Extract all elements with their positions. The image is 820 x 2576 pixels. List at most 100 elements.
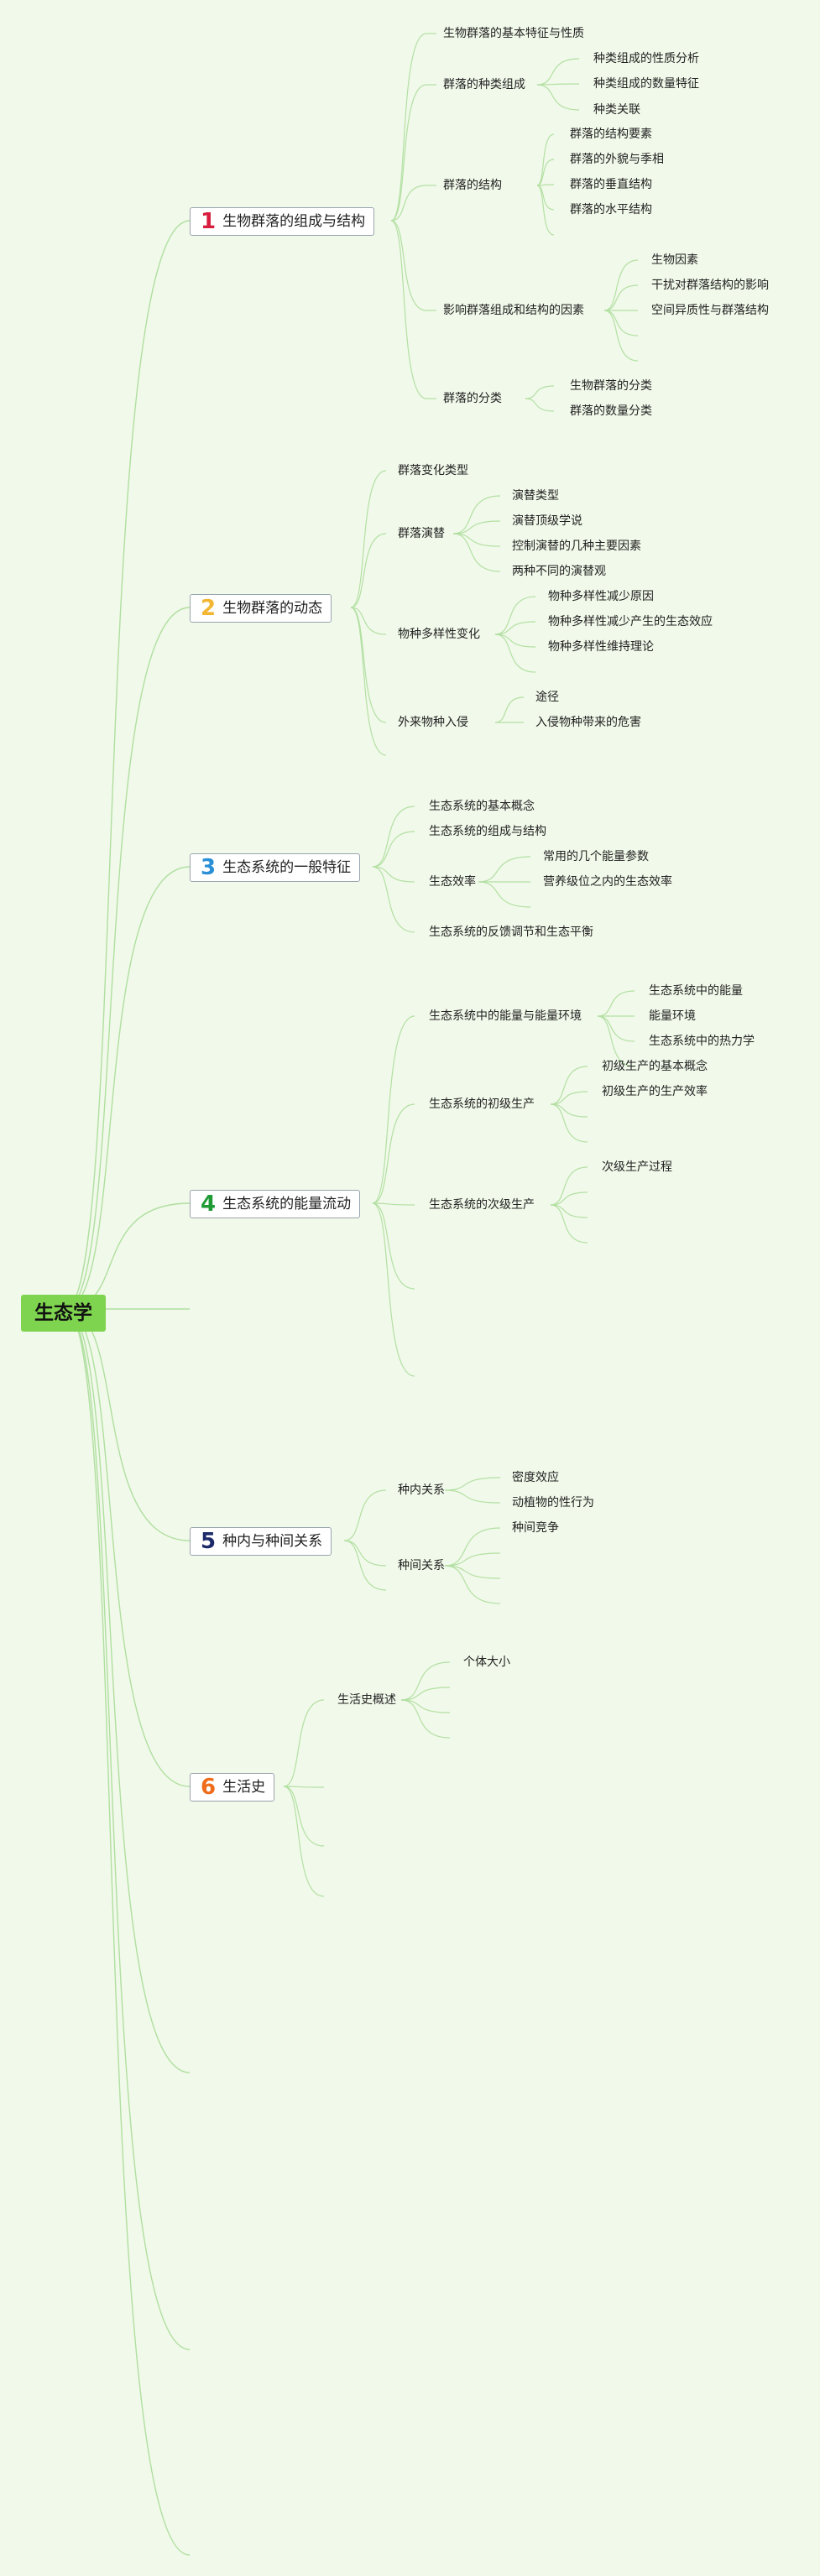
connector-line bbox=[536, 185, 555, 211]
connector-line bbox=[525, 385, 555, 399]
connector-line bbox=[494, 596, 536, 635]
connector-line bbox=[525, 398, 555, 412]
chapter-3-node[interactable]: 3 生态系统的一般特征 bbox=[190, 853, 361, 882]
topic-node[interactable]: 种间关系 bbox=[398, 1559, 445, 1572]
connector-line bbox=[452, 520, 501, 534]
connector-line bbox=[372, 831, 415, 868]
subtopic-node[interactable]: 种类组成的性质分析 bbox=[593, 52, 699, 65]
subtopic-node[interactable]: 途径 bbox=[535, 691, 559, 704]
subtopic-node[interactable]: 演替顶级学说 bbox=[512, 514, 582, 528]
subtopic-node[interactable]: 群落的数量分类 bbox=[570, 404, 652, 418]
subtopic-node[interactable]: 个体大小 bbox=[463, 1656, 510, 1669]
connector-line bbox=[65, 220, 191, 1310]
subtopic-node[interactable]: 种类组成的数量特征 bbox=[593, 77, 699, 91]
topic-node[interactable]: 物种多样性变化 bbox=[398, 628, 480, 641]
connector-line bbox=[343, 1540, 387, 1591]
connector-line bbox=[372, 1103, 415, 1204]
subtopic-node[interactable]: 次级生产过程 bbox=[602, 1160, 672, 1174]
subtopic-node[interactable]: 种类关联 bbox=[593, 103, 640, 117]
connector-line bbox=[550, 1103, 588, 1143]
subtopic-node[interactable]: 两种不同的演替观 bbox=[512, 565, 606, 578]
chapter-2-number: 2 bbox=[201, 596, 217, 621]
topic-node[interactable]: 群落的分类 bbox=[443, 392, 502, 405]
topic-node[interactable]: 群落变化类型 bbox=[398, 464, 468, 477]
subtopic-node[interactable]: 种间竞争 bbox=[512, 1521, 559, 1535]
connector-line bbox=[536, 84, 580, 111]
subtopic-node[interactable]: 生物群落的分类 bbox=[570, 379, 652, 393]
connector-line bbox=[390, 33, 427, 222]
root-node[interactable]: 生态学 bbox=[21, 1295, 106, 1332]
connector-line bbox=[603, 310, 639, 362]
connector-line bbox=[400, 1699, 451, 1739]
topic-node[interactable]: 生态系统的反馈调节和生态平衡 bbox=[429, 926, 593, 939]
subtopic-node[interactable]: 生态系统中的热力学 bbox=[649, 1035, 755, 1048]
subtopic-node[interactable]: 控制演替的几种主要因素 bbox=[512, 540, 641, 553]
connector-line bbox=[283, 1786, 325, 1788]
connector-line bbox=[65, 1308, 191, 2556]
subtopic-node[interactable]: 初级生产的生产效率 bbox=[602, 1085, 708, 1098]
subtopic-node[interactable]: 群落的外貌与季相 bbox=[570, 153, 664, 166]
topic-node[interactable]: 种内关系 bbox=[398, 1484, 445, 1497]
subtopic-node[interactable]: 动植物的性行为 bbox=[512, 1496, 594, 1510]
subtopic-node[interactable]: 常用的几个能量参数 bbox=[543, 850, 649, 863]
subtopic-node[interactable]: 物种多样性减少原因 bbox=[548, 590, 654, 603]
subtopic-node[interactable]: 能量环境 bbox=[649, 1009, 696, 1023]
connector-line bbox=[372, 1015, 415, 1204]
subtopic-node[interactable]: 密度效应 bbox=[512, 1471, 559, 1484]
subtopic-node[interactable]: 初级生产的基本概念 bbox=[602, 1060, 708, 1073]
root-label: 生态学 bbox=[34, 1302, 92, 1324]
connector-line bbox=[350, 607, 387, 635]
topic-node[interactable]: 群落演替 bbox=[398, 527, 445, 540]
subtopic-node[interactable]: 物种多样性减少产生的生态效应 bbox=[548, 615, 713, 628]
connector-line bbox=[494, 634, 536, 673]
topic-node[interactable]: 群落的结构 bbox=[443, 179, 502, 192]
topic-node[interactable]: 外来物种入侵 bbox=[398, 716, 468, 729]
topic-node[interactable]: 生态系统的基本概念 bbox=[429, 800, 535, 813]
connector-line bbox=[343, 1489, 387, 1541]
topic-node[interactable]: 生态系统中的能量与能量环境 bbox=[429, 1009, 582, 1023]
chapter-4-label: 生态系统的能量流动 bbox=[222, 1196, 352, 1212]
subtopic-node[interactable]: 生物因素 bbox=[651, 253, 698, 267]
subtopic-node[interactable]: 空间异质性与群落结构 bbox=[651, 304, 769, 317]
topic-node[interactable]: 生态系统的组成与结构 bbox=[429, 825, 546, 838]
subtopic-node[interactable]: 群落的垂直结构 bbox=[570, 178, 652, 191]
chapter-1-label: 生物群落的组成与结构 bbox=[222, 213, 366, 230]
subtopic-node[interactable]: 群落的水平结构 bbox=[570, 203, 652, 216]
topic-node[interactable]: 生物群落的基本特征与性质 bbox=[443, 27, 584, 40]
connector-line bbox=[494, 696, 525, 723]
connector-line bbox=[478, 881, 531, 908]
topic-node[interactable]: 群落的种类组成 bbox=[443, 78, 525, 91]
connector-line bbox=[400, 1699, 451, 1713]
subtopic-node[interactable]: 干扰对群落结构的影响 bbox=[651, 279, 769, 292]
chapter-3-label: 生态系统的一般特征 bbox=[222, 859, 352, 876]
subtopic-node[interactable]: 入侵物种带来的危害 bbox=[535, 716, 641, 729]
topic-node[interactable]: 生态系统的次级生产 bbox=[429, 1198, 535, 1212]
topic-node[interactable]: 生活史概述 bbox=[337, 1693, 396, 1707]
connector-line bbox=[350, 607, 387, 723]
subtopic-node[interactable]: 物种多样性维持理论 bbox=[548, 640, 654, 654]
connector-line bbox=[390, 220, 427, 399]
connector-line bbox=[597, 990, 635, 1017]
connector-line bbox=[452, 533, 501, 547]
connector-line bbox=[536, 133, 555, 186]
chapter-3-number: 3 bbox=[201, 855, 217, 880]
connector-line bbox=[536, 185, 555, 236]
topic-node[interactable]: 生态系统的初级生产 bbox=[429, 1098, 535, 1111]
subtopic-node[interactable]: 生态系统中的能量 bbox=[649, 984, 743, 998]
subtopic-node[interactable]: 群落的结构要素 bbox=[570, 128, 652, 141]
connector-line bbox=[372, 1202, 415, 1290]
topic-node[interactable]: 影响群落组成和结构的因素 bbox=[443, 304, 584, 317]
topic-node[interactable]: 生态效率 bbox=[429, 875, 476, 889]
connector-line bbox=[283, 1786, 325, 1897]
subtopic-node[interactable]: 营养级位之内的生态效率 bbox=[543, 875, 672, 889]
connector-line bbox=[372, 866, 415, 933]
subtopic-node[interactable]: 演替类型 bbox=[512, 489, 559, 503]
chapter-6-label: 生活史 bbox=[222, 1779, 266, 1796]
connector-line bbox=[372, 806, 415, 868]
